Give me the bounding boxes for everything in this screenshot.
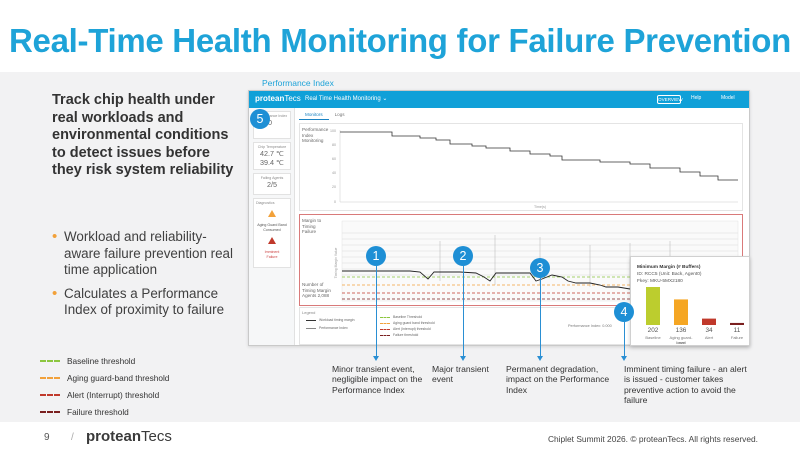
margin-bar-chart bbox=[646, 287, 744, 325]
title-area: Real-Time Health Monitoring for Failure … bbox=[0, 0, 800, 72]
event-marker-4: 4 bbox=[614, 302, 634, 322]
tab-logs[interactable]: Logs bbox=[334, 112, 345, 117]
page-number: 9 bbox=[44, 432, 50, 443]
chart-label: Performance Index Monitoring bbox=[302, 127, 329, 143]
y-tick: 100 bbox=[330, 129, 336, 133]
bar-category: Baseline bbox=[645, 335, 661, 340]
zone-label: Margin to Timing Failure bbox=[302, 218, 322, 234]
performance-index-chart: Performance Index Monitoring 100 80 60 4… bbox=[299, 123, 743, 211]
lead-text: Track chip health under real workloads a… bbox=[52, 92, 234, 178]
diagnostics-card[interactable]: Diagnostics Aging Guard Band Consumed Im… bbox=[253, 198, 291, 268]
copyright: Chiplet Summit 2026. © proteanTecs. All … bbox=[547, 434, 758, 444]
y-tick: 0 bbox=[334, 200, 336, 204]
legend-failure: Failure threshold bbox=[380, 333, 418, 337]
x-axis-label: Time(s) bbox=[534, 205, 546, 209]
bar-category: Aging guard-band bbox=[669, 335, 693, 345]
alert-swatch bbox=[40, 393, 60, 396]
legend-row-alert: Alert (Interrupt) threshold bbox=[40, 386, 240, 403]
legend-baseline: Baseline Threshold bbox=[380, 315, 422, 319]
legend-label: Alert (Interrupt) threshold bbox=[67, 389, 160, 400]
aging-swatch bbox=[40, 376, 60, 379]
annotation-permanent-degradation: Permanent degradation, impact on the Per… bbox=[506, 364, 610, 395]
performance-index-plot: 100 80 60 40 20 0 Time(s) bbox=[330, 129, 738, 209]
failing-agents-card[interactable]: Failing Agents 2/5 bbox=[253, 173, 291, 195]
tab-monitors[interactable]: Monitors bbox=[299, 111, 329, 120]
bar-category: Alert bbox=[704, 335, 714, 340]
bar-value: 202 bbox=[647, 327, 659, 334]
app-sidebar: Performance Index 0 Chip Temperature 42.… bbox=[249, 108, 295, 345]
axis-label: Level bbox=[676, 340, 686, 345]
bar-failure bbox=[730, 322, 744, 325]
help-link[interactable]: Help bbox=[691, 95, 702, 101]
y-axis-label: Timing Margin Value bbox=[334, 248, 338, 279]
alert-icon bbox=[268, 237, 276, 245]
popup-title: Minimum Margin (# Buffers) bbox=[637, 265, 701, 270]
pointer-arrow-3 bbox=[537, 356, 543, 361]
footer bbox=[0, 422, 800, 450]
app-logo: proteanTecs bbox=[255, 94, 301, 103]
bar-aging-guard-band bbox=[674, 299, 688, 325]
performance-index-line bbox=[340, 131, 738, 181]
threshold-legend: Baseline threshold Aging guard-band thre… bbox=[40, 352, 240, 420]
event-marker-2: 2 bbox=[453, 246, 473, 266]
view-selector[interactable]: Real Time Health Monitoring ⌄ bbox=[305, 96, 388, 102]
legend-label: Baseline threshold bbox=[67, 355, 136, 366]
bar-value: 34 bbox=[705, 327, 713, 334]
user-menu[interactable]: Model bbox=[721, 95, 735, 101]
legend-pi: Performance Index bbox=[306, 326, 348, 330]
popup-id: ID: RCC5 (Unit: Back, Agent0) bbox=[637, 272, 702, 277]
bullet-item: Workload and reliability-aware failure p… bbox=[52, 229, 242, 279]
pointer-arrow-2 bbox=[460, 356, 466, 361]
legend-aging: Aging guard band threshold bbox=[380, 321, 435, 325]
y-tick: 60 bbox=[332, 157, 336, 161]
y-tick: 20 bbox=[332, 185, 336, 189]
annotation-major-transient: Major transient event bbox=[432, 364, 489, 385]
pointer-line-4 bbox=[624, 322, 625, 358]
overview-button[interactable]: OVERVIEW bbox=[657, 95, 683, 104]
legend-row-aging: Aging guard-band threshold bbox=[40, 369, 240, 386]
annotation-imminent-failure: Imminent timing failure - an alert is is… bbox=[624, 364, 747, 406]
temperature-card[interactable]: Chip Temperature 42.7 ℃ 39.4 ℃ bbox=[253, 142, 291, 170]
event-marker-5: 5 bbox=[250, 109, 270, 129]
agents-count-label: Number of Timing Margin Agents 2,088 bbox=[302, 282, 331, 298]
pointer-arrow-1 bbox=[373, 356, 379, 361]
popup-fkey: Fkey: MKU-5MX2180 bbox=[637, 279, 683, 284]
pointer-line-1 bbox=[376, 266, 377, 358]
event-marker-1: 1 bbox=[366, 246, 386, 266]
event-marker-3: 3 bbox=[530, 258, 550, 278]
bullet-item: Calculates a Performance Index of proxim… bbox=[52, 286, 242, 319]
annotation-minor-transient: Minor transient event, negligible impact… bbox=[332, 364, 423, 395]
pointer-line-2 bbox=[463, 266, 464, 358]
footer-logo: proteanTecs bbox=[86, 428, 172, 445]
legend-label: Aging guard-band threshold bbox=[67, 372, 170, 383]
bullet-list: Workload and reliability-aware failure p… bbox=[52, 229, 242, 326]
performance-index-caption: Performance Index bbox=[262, 78, 334, 88]
legend-row-failure: Failure threshold bbox=[40, 403, 240, 420]
app-header-bar: proteanTecs Real Time Health Monitoring … bbox=[249, 91, 749, 108]
page-separator: / bbox=[71, 432, 74, 443]
tab-bar: Monitors Logs bbox=[299, 111, 351, 120]
bar-baseline bbox=[646, 287, 660, 325]
bar-category: Failure bbox=[730, 335, 744, 340]
pointer-line-3 bbox=[540, 278, 541, 358]
pi-readout: Performance Index: 0.000 bbox=[568, 324, 612, 328]
bar-alert bbox=[702, 318, 716, 325]
bar-value: 136 bbox=[675, 327, 687, 334]
y-tick: 40 bbox=[332, 171, 336, 175]
pointer-arrow-4 bbox=[621, 356, 627, 361]
y-tick: 80 bbox=[332, 143, 336, 147]
minimum-margin-popup: Minimum Margin (# Buffers) ID: RCC5 (Uni… bbox=[630, 256, 750, 346]
legend-workload: Workload timing margin bbox=[306, 318, 355, 322]
legend-alert: Alert (Interrupt) threshold bbox=[380, 327, 431, 331]
bar-value: 11 bbox=[733, 327, 741, 334]
legend-label: Failure threshold bbox=[67, 406, 129, 417]
failure-swatch bbox=[40, 410, 60, 413]
slide-title: Real-Time Health Monitoring for Failure … bbox=[9, 22, 791, 59]
legend-row-baseline: Baseline threshold bbox=[40, 352, 240, 369]
warning-icon bbox=[268, 210, 276, 217]
baseline-swatch bbox=[40, 359, 60, 362]
